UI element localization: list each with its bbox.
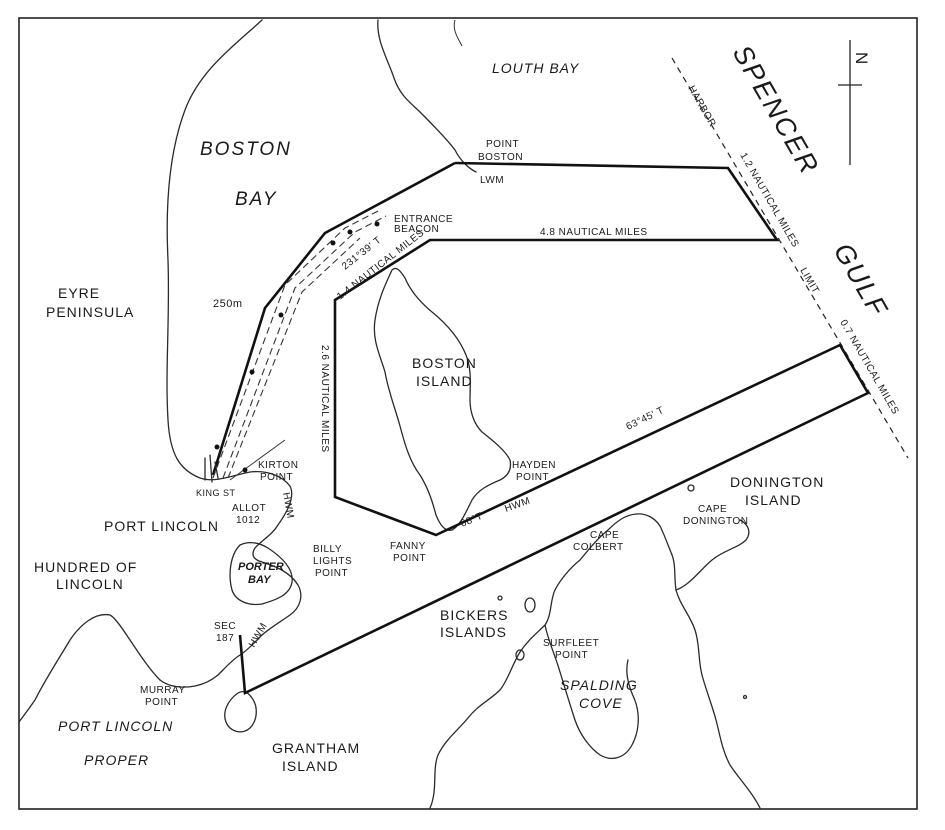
north-arrow: N (838, 40, 871, 165)
label-porter-bay: BAY (248, 574, 272, 586)
harbor-boundary (238, 161, 870, 695)
label-lwm-top: LWM (480, 175, 504, 186)
label-bay: BAY (235, 189, 278, 210)
label-cape-colbert-1: CAPE (590, 530, 619, 541)
label-beacon: BEACON (394, 224, 439, 235)
bickers-islet-1 (524, 597, 536, 613)
label-grantham-island: ISLAND (282, 758, 339, 774)
label-nm-2-6: 2.6 NAUTICAL MILES (319, 345, 330, 453)
label-lights-point: POINT (315, 568, 348, 579)
label-sec: SEC (214, 621, 236, 632)
porter-bay-shoreline (229, 541, 293, 606)
eyre-peninsula-coastline (159, 19, 302, 688)
shipping-channel-2 (222, 215, 387, 479)
channel-beacon-4 (249, 369, 255, 375)
entrance-leader-line (229, 439, 286, 481)
channel-beacon-3 (278, 312, 284, 318)
label-point-boston-2: BOSTON (478, 152, 523, 163)
label-allot-num: 1012 (236, 515, 260, 526)
murray-point-coastline (18, 613, 161, 723)
label-grantham: GRANTHAM (272, 740, 360, 756)
label-cape-donington-2: DONINGTON (683, 516, 748, 527)
harbor-limit-line (671, 57, 909, 459)
label-harbor: HARBOR (685, 84, 717, 129)
cape-donington-coast (675, 519, 750, 591)
boston-island-shoreline (373, 267, 512, 531)
label-gulf: GULF (828, 238, 894, 322)
label-hundred-of: HUNDRED OF (34, 559, 137, 575)
southern-coastline (429, 513, 761, 809)
label-kirton-point: POINT (260, 472, 293, 483)
western-boundary (211, 161, 456, 476)
channel-beacon-5 (214, 444, 220, 450)
label-eyre: EYRE (58, 285, 100, 301)
shipping-channel-3 (227, 237, 361, 479)
bickers-islet-2 (515, 649, 525, 661)
label-bickers: BICKERS (440, 607, 508, 623)
donington-island-marker (687, 484, 695, 492)
label-lincoln: LINCOLN (56, 576, 124, 592)
map-frame (18, 17, 918, 810)
label-port-lincoln: PORT LINCOLN (104, 518, 219, 534)
label-fanny-point: POINT (393, 553, 426, 564)
label-lights: LIGHTS (313, 556, 352, 567)
label-point-boston-1: POINT (486, 139, 519, 150)
label-murray: MURRAY (140, 685, 186, 696)
label-entrance: ENTRANCE (394, 214, 453, 225)
small-rock (742, 694, 748, 700)
king-st-jetty (204, 454, 219, 483)
label-donington: DONINGTON (730, 474, 824, 490)
label-limit: LIMIT (797, 266, 821, 296)
louth-bay-coastline (377, 19, 477, 173)
label-bickers-islands: ISLANDS (440, 624, 507, 640)
label-surfleet-point: POINT (555, 650, 588, 661)
grantham-island-shoreline (224, 691, 257, 733)
label-porter: PORTER (238, 561, 284, 573)
spalding-cove-coast (544, 624, 639, 759)
label-hwm-hayden: HWM (503, 495, 532, 514)
shipping-channel-1 (212, 209, 381, 479)
label-cove: COVE (579, 695, 623, 711)
channel-beacon-6 (242, 467, 248, 473)
label-king-st: KING ST (196, 488, 236, 498)
label-murray-point: POINT (145, 697, 178, 708)
label-boston: BOSTON (200, 139, 292, 160)
north-label: N (852, 52, 871, 65)
label-allot: ALLOT (232, 503, 266, 514)
entrance-beacon (374, 221, 380, 227)
label-billy: BILLY (313, 544, 342, 555)
label-port-lincoln-proper-1: PORT LINCOLN (58, 718, 173, 734)
label-port-lincoln-proper-2: PROPER (84, 752, 149, 768)
label-hayden: HAYDEN (512, 460, 556, 471)
label-cape-colbert-2: COLBERT (573, 542, 624, 553)
bickers-islet-3 (497, 595, 503, 601)
channel-beacon-2 (330, 240, 336, 246)
label-boston-island-2: ISLAND (416, 373, 473, 389)
channel-beacon-1 (347, 229, 353, 235)
label-sec-num: 187 (216, 633, 234, 644)
label-nm-4-8: 4.8 NAUTICAL MILES (540, 227, 648, 238)
label-bearing-68: 68°T (459, 511, 485, 530)
label-donington-island: ISLAND (745, 492, 802, 508)
label-kirton: KIRTON (258, 460, 298, 471)
label-fanny: FANNY (390, 541, 426, 552)
label-hwm-sec: HWM (247, 621, 270, 649)
label-hayden-point: POINT (516, 472, 549, 483)
label-spalding: SPALDING (560, 677, 638, 693)
label-cape-donington-1: CAPE (698, 504, 727, 515)
label-louth-bay: LOUTH BAY (492, 60, 580, 76)
label-250m: 250m (213, 298, 243, 310)
label-surfleet: SURFLEET (543, 638, 599, 649)
label-boston-island-1: BOSTON (412, 355, 477, 371)
louth-bay-north-coast (453, 19, 463, 47)
label-hwm-kirton: HWM (280, 492, 295, 520)
label-peninsula: PENINSULA (46, 304, 134, 320)
